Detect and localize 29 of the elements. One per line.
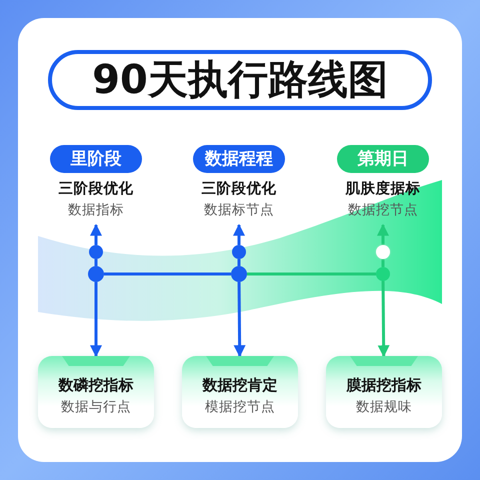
card-heading: 数据挖肯定 <box>201 376 278 395</box>
connector-line <box>247 272 376 276</box>
phase-pill: 里阶段 <box>50 145 142 173</box>
arrow <box>90 224 102 245</box>
arrow <box>234 282 246 358</box>
connector-line <box>382 259 384 267</box>
card-subtitle: 数据与行点 <box>60 398 132 416</box>
connector-line <box>238 259 240 266</box>
phase-pill: 数据程程 <box>193 145 285 173</box>
arrow <box>378 280 390 358</box>
card-subtitle: 模据挖节点 <box>204 398 276 416</box>
phase-heading: 三阶段优化 <box>58 180 134 198</box>
card-heading: 膜据挖指标 <box>345 376 422 395</box>
task-card <box>182 356 298 428</box>
title-banner: 90天执行路线图 <box>48 50 432 110</box>
card-heading: 数磷挖指标 <box>57 376 134 395</box>
arrow <box>377 224 389 245</box>
connector-line <box>104 272 231 276</box>
phase-heading: 肌肤度据标 <box>344 179 422 198</box>
arrow <box>90 282 102 358</box>
task-card <box>38 356 154 428</box>
phase-subtitle: 数据标节点 <box>203 201 275 219</box>
phase-heading: 三阶段优化 <box>200 180 278 198</box>
connector-line <box>94 259 98 266</box>
task-card <box>326 356 442 428</box>
arrow <box>233 224 245 245</box>
card-subtitle: 数据规味 <box>355 398 413 416</box>
phase-pill: 第期日 <box>337 145 429 173</box>
phase-subtitle: 数据指标 <box>67 201 125 219</box>
